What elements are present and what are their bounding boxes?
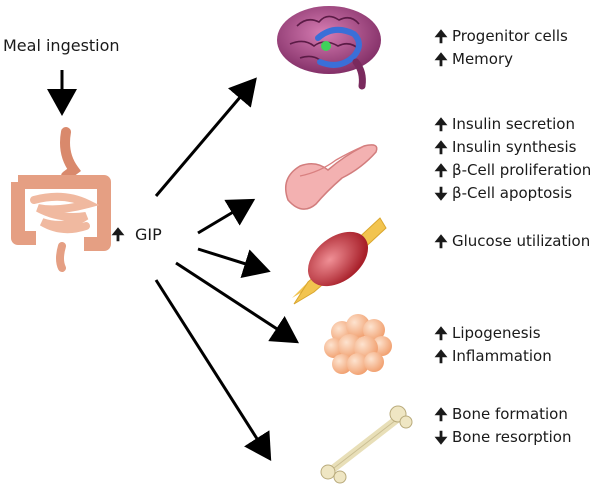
effect-row: 🠉Insulin synthesis (433, 136, 591, 159)
effect-row: 🠉Memory (433, 48, 568, 71)
effect-label: Inflammation (452, 347, 552, 365)
meal-ingestion-label: Meal ingestion (3, 36, 120, 55)
effect-label: Progenitor cells (452, 27, 568, 45)
effect-row: 🠉Insulin secretion (433, 113, 591, 136)
up-arrow-icon: 🠉 (434, 347, 448, 366)
down-arrow-icon: 🠋 (434, 184, 448, 203)
effect-label: β-Cell apoptosis (452, 184, 573, 202)
bone-icon (320, 405, 413, 484)
up-arrow-icon: 🠉 (434, 50, 448, 69)
up-arrow-icon: 🠉 (434, 27, 448, 46)
muscle-effects: 🠉Glucose utilization (433, 230, 590, 253)
effect-row: 🠉Inflammation (433, 345, 552, 368)
effect-label: Insulin synthesis (452, 138, 577, 156)
pancreas-effects: 🠉Insulin secretion🠉Insulin synthesis🠉β-C… (433, 113, 591, 205)
effect-label: Bone resorption (452, 428, 572, 446)
effect-row: 🠋Bone resorption (433, 426, 571, 449)
pancreas-icon (285, 144, 378, 210)
effect-label: Glucose utilization (452, 232, 591, 250)
bone-effects: 🠉Bone formation🠋Bone resorption (433, 403, 571, 449)
up-arrow-icon: 🠉 (434, 324, 448, 343)
up-arrow-icon: 🠉 (434, 138, 448, 157)
effect-label: Memory (452, 50, 514, 68)
effect-row: 🠉Progenitor cells (433, 25, 568, 48)
gip-label-group: 🠉 GIP (110, 225, 162, 244)
arrow-to-brain (154, 77, 257, 197)
effect-label: Bone formation (452, 405, 568, 423)
brain-icon (277, 6, 381, 90)
brain-effects: 🠉Progenitor cells🠉Memory (433, 25, 568, 71)
arrow-to-adipose (175, 261, 300, 344)
effect-row: 🠉β-Cell proliferation (433, 159, 591, 182)
arrow-to-pancreas (197, 198, 256, 235)
adipose-effects: 🠉Lipogenesis🠉Inflammation (433, 322, 552, 368)
effect-label: Insulin secretion (452, 115, 575, 133)
effect-row: 🠋β-Cell apoptosis (433, 182, 591, 205)
muscle-icon (292, 217, 387, 305)
effect-label: β-Cell proliferation (452, 161, 592, 179)
effect-row: 🠉Lipogenesis (433, 322, 552, 345)
gip-label: GIP (135, 225, 162, 244)
up-arrow-icon: 🠉 (111, 225, 125, 244)
arrow-to-bone (154, 279, 272, 462)
up-arrow-icon: 🠉 (434, 115, 448, 134)
up-arrow-icon: 🠉 (434, 161, 448, 180)
down-arrow-icon: 🠋 (434, 428, 448, 447)
effect-label: Lipogenesis (452, 324, 541, 342)
intestine-icon (11, 127, 111, 272)
effect-row: 🠉Glucose utilization (433, 230, 590, 253)
arrow-to-muscle (197, 247, 271, 279)
adipose-icon (324, 314, 392, 375)
effect-row: 🠉Bone formation (433, 403, 571, 426)
up-arrow-icon: 🠉 (434, 405, 448, 424)
up-arrow-icon: 🠉 (434, 232, 448, 251)
